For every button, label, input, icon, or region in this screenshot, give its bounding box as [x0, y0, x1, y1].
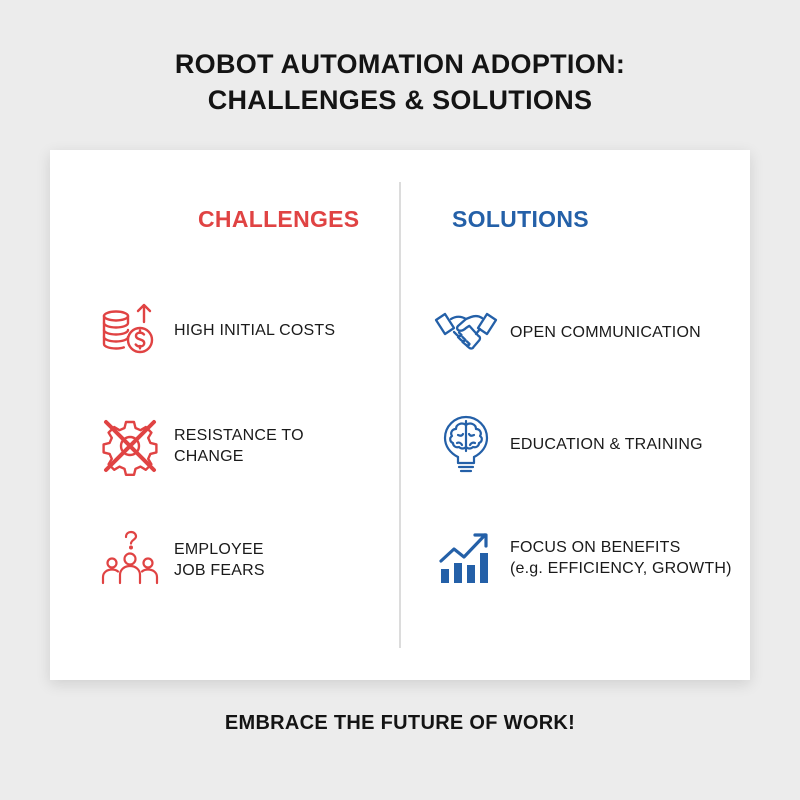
- column-divider: [399, 182, 401, 648]
- challenge-item-resistance: RESISTANCE TO CHANGE: [98, 414, 304, 478]
- solution-item-communication: OPEN COMMUNICATION: [434, 300, 701, 364]
- worried-people-icon: [98, 528, 162, 592]
- title-line-2: CHALLENGES & SOLUTIONS: [207, 85, 593, 115]
- challenge-label: HIGH INITIAL COSTS: [174, 321, 336, 339]
- crossed-gear-icon: [98, 414, 162, 478]
- solution-label: OPEN COMMUNICATION: [510, 323, 701, 341]
- challenges-heading: CHALLENGES: [198, 206, 360, 232]
- coins-dollar-icon: [98, 298, 162, 362]
- comparison-card: CHALLENGES SOLUTIONS HIGH INITIAL COSTS: [50, 150, 750, 680]
- footer-tagline: EMBRACE THE FUTURE OF WORK!: [224, 712, 576, 734]
- growth-chart-icon: [434, 526, 498, 590]
- challenge-label: RESISTANCE TO CHANGE: [174, 427, 304, 465]
- solution-label: FOCUS ON BENEFITS (e.g. EFFICIENCY, GROW…: [510, 539, 732, 577]
- solution-item-benefits: FOCUS ON BENEFITS (e.g. EFFICIENCY, GROW…: [434, 526, 732, 590]
- solutions-heading: SOLUTIONS: [452, 206, 589, 232]
- brain-lightbulb-icon: [434, 412, 498, 476]
- challenge-label: EMPLOYEE JOB FEARS: [174, 541, 265, 579]
- title-line-1: ROBOT AUTOMATION ADOPTION:: [174, 49, 626, 79]
- challenge-item-job-fears: EMPLOYEE JOB FEARS: [98, 528, 265, 592]
- challenge-item-high-costs: HIGH INITIAL COSTS: [98, 298, 335, 362]
- page-title: ROBOT AUTOMATION ADOPTION: CHALLENGES & …: [0, 46, 800, 118]
- handshake-icon: [434, 300, 498, 364]
- solution-label: EDUCATION & TRAINING: [510, 435, 703, 453]
- solution-item-education: EDUCATION & TRAINING: [434, 412, 703, 476]
